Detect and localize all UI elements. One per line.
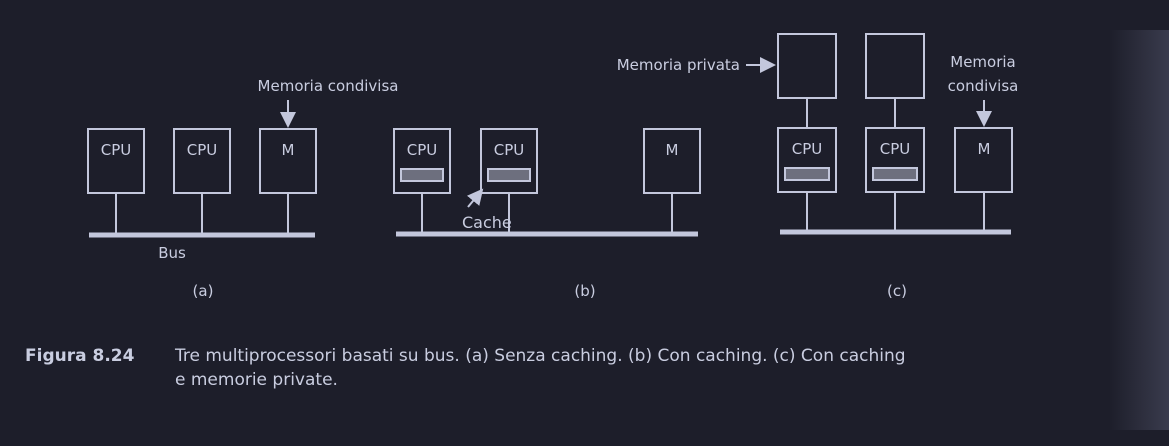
cpu-label: CPU xyxy=(880,140,911,158)
diagram-c: Memoria privata Memoria condivisa CPU CP… xyxy=(617,33,1019,300)
figure-number: Figura 8.24 xyxy=(25,346,135,366)
shared-memory-label: Memoria xyxy=(950,53,1016,71)
cpu-label: CPU xyxy=(792,140,823,158)
memory-label: M xyxy=(282,141,295,159)
memory-label: M xyxy=(978,140,991,158)
cache-block xyxy=(872,167,918,181)
bus-label: Bus xyxy=(158,244,186,262)
cache-label: Cache xyxy=(462,213,512,232)
cpu-box xyxy=(777,127,837,193)
cpu-box xyxy=(865,127,925,193)
cache-block xyxy=(400,168,444,182)
cache-pointer xyxy=(466,188,484,208)
shared-memory-label: Memoria condivisa xyxy=(258,77,399,95)
cpu-label: CPU xyxy=(187,141,218,159)
memory-box xyxy=(643,128,701,194)
private-memory-box xyxy=(865,33,925,99)
cpu-label: CPU xyxy=(101,141,132,159)
diagram-b: CPU CPU M Cache (b) xyxy=(393,128,701,300)
caption-text: Tre multiprocessori basati su bus. (a) S… xyxy=(175,346,906,366)
caption-text-2: e memorie private. xyxy=(175,370,338,390)
private-memory-box xyxy=(777,33,837,99)
cpu-box xyxy=(173,128,231,194)
cache-block xyxy=(487,168,531,182)
cpu-box xyxy=(480,128,538,194)
subfigure-label: (a) xyxy=(193,282,214,300)
page-shading xyxy=(1109,30,1169,430)
diagram-a: Memoria condivisa CPU CPU M Bus (a) xyxy=(87,77,399,300)
memory-box xyxy=(259,128,317,194)
memory-box xyxy=(954,127,1013,193)
cache-block xyxy=(784,167,830,181)
figure-caption: Figura 8.24 Tre multiprocessori basati su… xyxy=(25,344,906,392)
private-memory-label: Memoria privata xyxy=(617,56,740,74)
subfigure-label: (b) xyxy=(574,282,595,300)
subfigure-label: (c) xyxy=(887,282,907,300)
cpu-label: CPU xyxy=(494,141,525,159)
memory-label: M xyxy=(666,141,679,159)
shared-memory-label: condivisa xyxy=(948,77,1019,95)
cpu-box xyxy=(87,128,145,194)
cpu-box xyxy=(393,128,451,194)
cpu-label: CPU xyxy=(407,141,438,159)
